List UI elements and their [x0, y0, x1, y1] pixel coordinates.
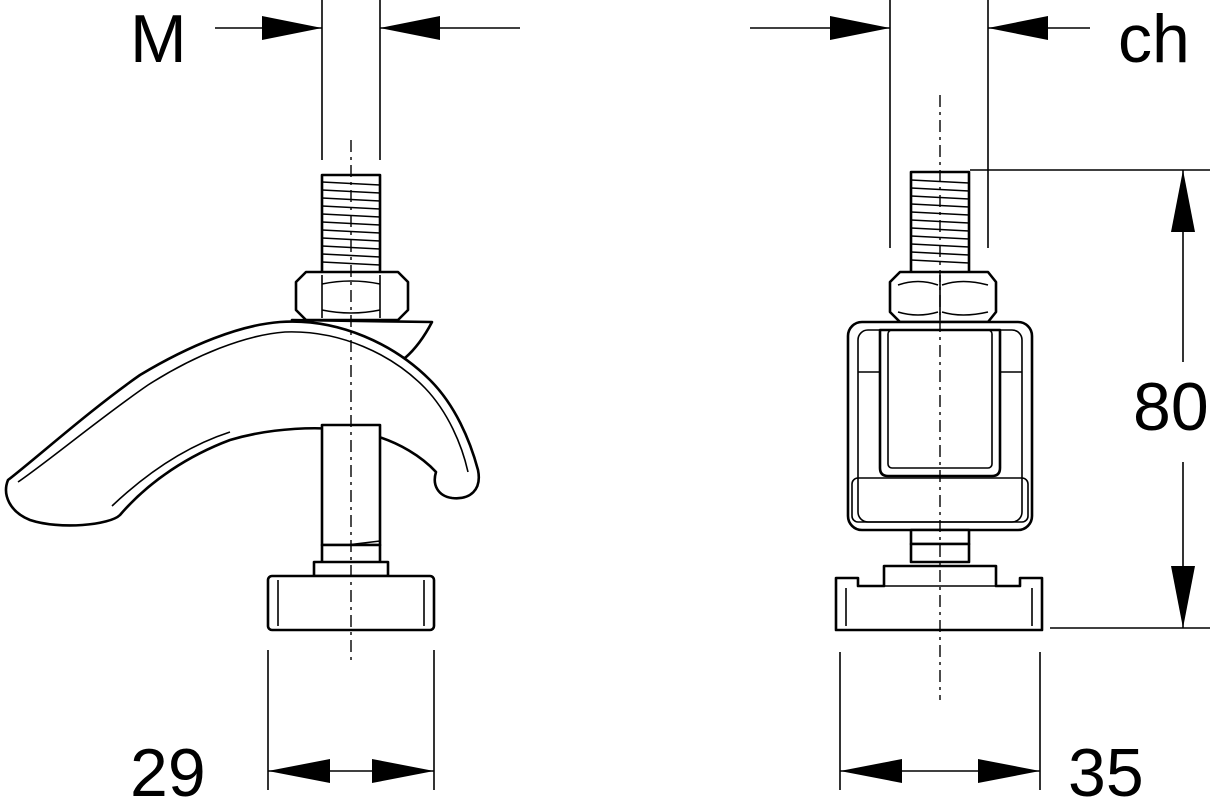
dimension-80-label: 80 — [1133, 369, 1209, 445]
dimension-29: 29 — [130, 735, 434, 804]
front-t-slot-foot — [834, 564, 1044, 632]
dimension-ch: ch — [750, 1, 1190, 77]
front-hex-nut — [888, 270, 998, 324]
dimension-29-label: 29 — [130, 735, 206, 804]
dimension-35-label: 35 — [1068, 735, 1144, 804]
hex-nut — [294, 270, 410, 322]
dimension-m-label: M — [130, 1, 187, 77]
dimension-ch-label: ch — [1118, 1, 1190, 77]
clamp-arm — [4, 320, 481, 527]
dimension-80: 80 — [1133, 170, 1209, 628]
dimension-m: M — [130, 1, 520, 77]
dimension-35: 35 — [840, 735, 1144, 804]
side-view-clamp — [4, 0, 481, 790]
